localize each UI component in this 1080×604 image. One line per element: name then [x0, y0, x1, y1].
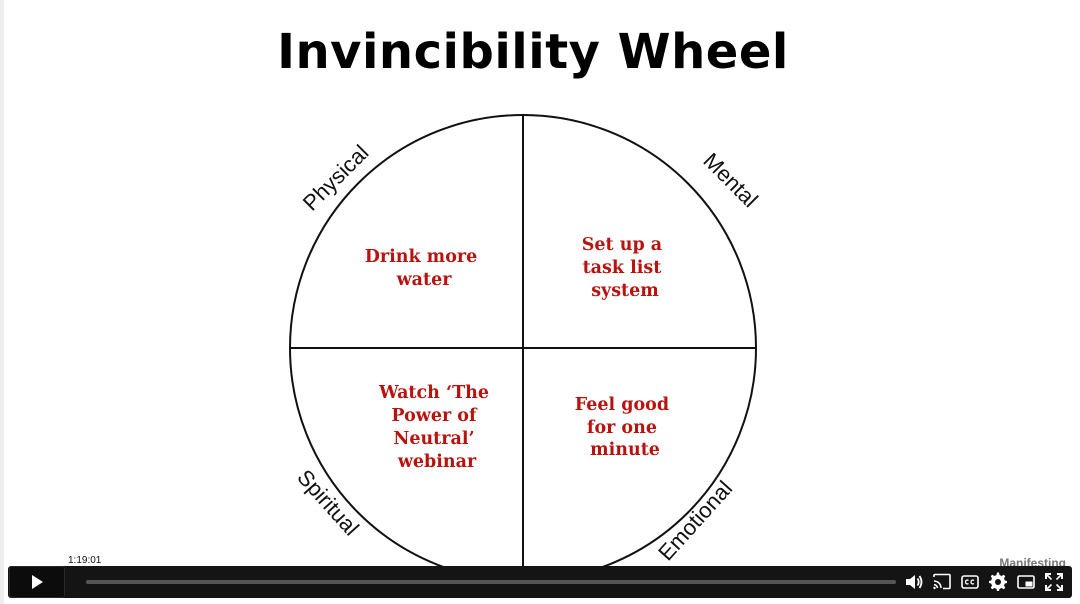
- physical-text: Drink more water: [365, 247, 484, 290]
- fullscreen-icon[interactable]: [1044, 572, 1064, 592]
- emotional-text: Feel good for one minute: [575, 395, 675, 460]
- cast-icon[interactable]: [932, 572, 952, 592]
- play-button[interactable]: [9, 566, 65, 598]
- mental-text: Set up a task list system: [582, 235, 668, 301]
- spiritual-text: Watch ‘The Power of Neutral’ webinar: [378, 383, 495, 472]
- label-mental: Mental: [698, 148, 762, 212]
- label-physical: Physical: [298, 140, 374, 216]
- captions-icon[interactable]: [960, 572, 980, 592]
- time-tooltip: 1:19:01: [63, 553, 107, 569]
- video-control-bar: [8, 566, 1072, 598]
- progress-bar[interactable]: [86, 580, 896, 584]
- settings-icon[interactable]: [988, 572, 1008, 592]
- slide-title: Invincibility Wheel: [277, 24, 789, 80]
- play-icon: [32, 575, 43, 589]
- pip-icon[interactable]: [1016, 572, 1036, 592]
- left-edge: [0, 0, 4, 604]
- volume-icon[interactable]: [904, 572, 924, 592]
- label-emotional: Emotional: [653, 476, 737, 565]
